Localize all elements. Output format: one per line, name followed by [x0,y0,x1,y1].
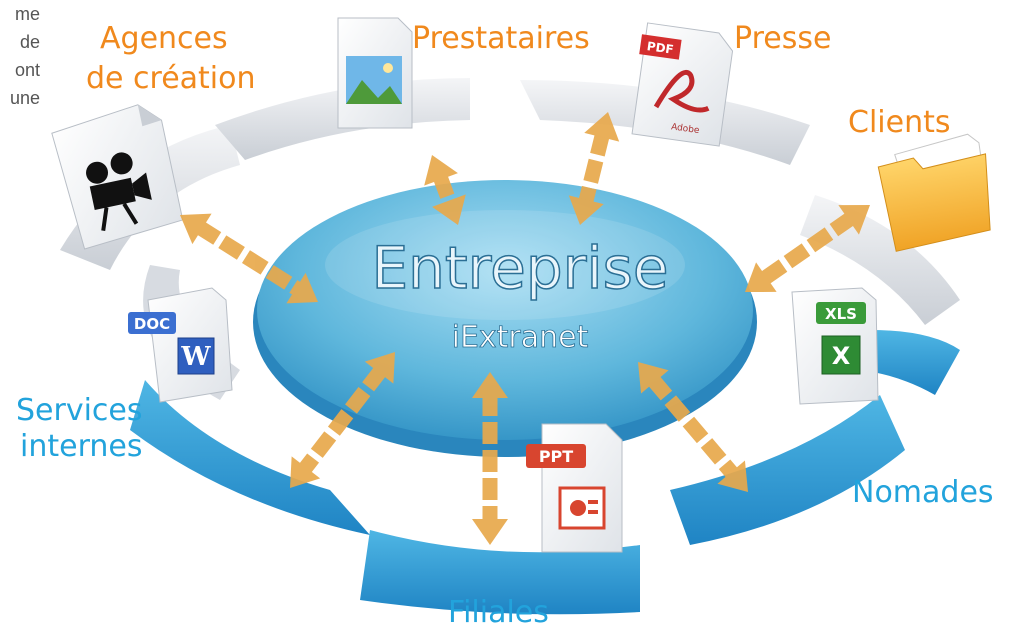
svg-text:X: X [832,342,851,370]
doc-badge-text: DOC [134,315,170,333]
adobe-text: Adobe [670,122,700,136]
video-camera-document-icon [51,104,184,250]
image-document-icon [337,17,413,129]
label-prestataires: Prestataires [412,21,590,56]
powerpoint-document-icon: PPT [526,423,623,553]
arrow-presse [568,112,620,225]
word-document-icon: DOC W [128,287,233,403]
label-services-line1: Services [16,393,143,428]
label-nomades: Nomades [852,475,994,510]
label-presse: Presse [734,21,832,56]
lower-blue-ring [130,330,960,615]
arrow-filiales [472,372,508,545]
folder-icon [877,133,991,252]
arrow-services [290,352,395,488]
side-line: une [9,88,40,108]
central-disc [253,180,757,457]
pdf-badge-text: PDF [646,39,675,57]
arrow-prestataires [424,155,466,225]
pdf-document-icon: PDF Adobe [631,22,734,147]
arrow-nomades [638,362,748,492]
label-agences-line1: Agences [100,21,228,56]
side-line: de [19,32,40,52]
label-services-line2: internes [20,429,143,464]
side-line: me [14,4,40,24]
ppt-badge-text: PPT [539,447,573,466]
center-subtitle: iExtranet [452,320,589,355]
label-clients: Clients [848,105,951,140]
side-line: ont [14,60,40,80]
double-arrows [180,112,870,545]
label-agences-line2: de création [86,61,256,96]
arrow-agences [180,213,318,304]
label-filiales: Filiales [448,595,549,630]
excel-document-icon: XLS X [791,287,879,405]
arrow-clients [745,205,870,292]
svg-text:W: W [180,342,211,372]
cropped-side-text: me de ont une [0,0,40,112]
center-title: Entreprise [371,234,668,302]
xls-badge-text: XLS [825,305,857,323]
